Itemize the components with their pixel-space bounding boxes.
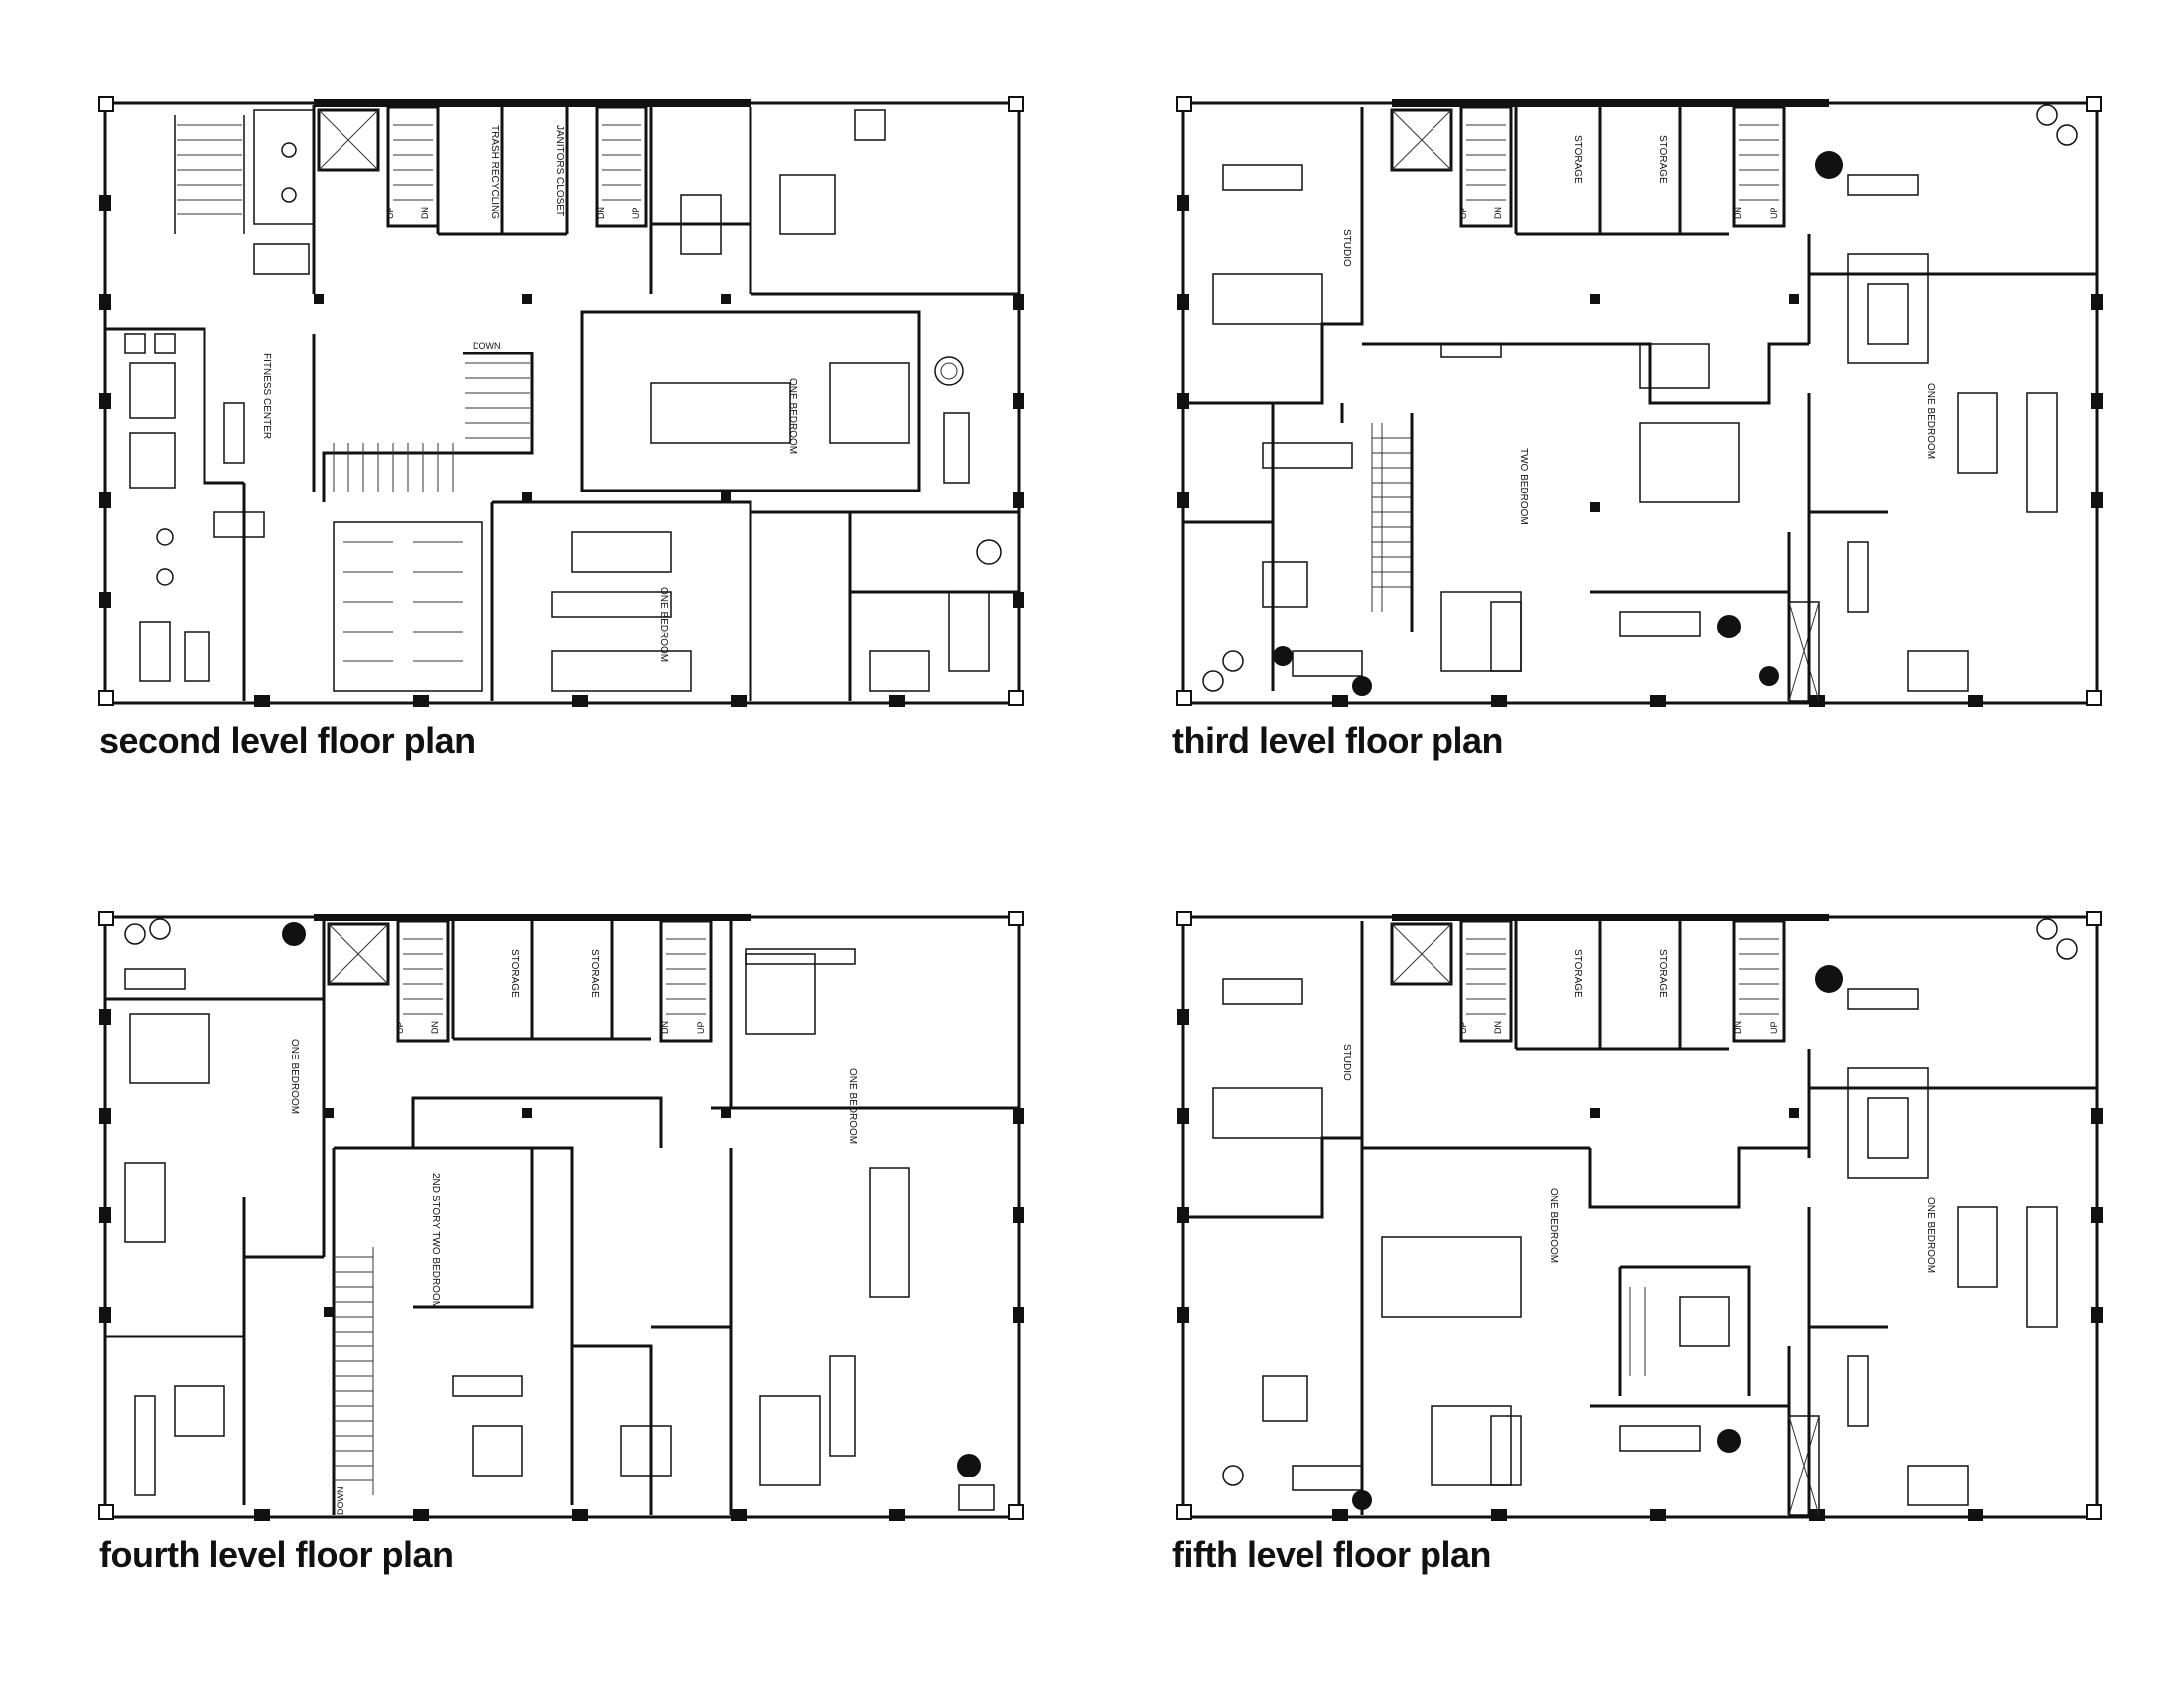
plan-caption: fifth level floor plan bbox=[1172, 1534, 1492, 1575]
room-label-one-bedroom: ONE BEDROOM bbox=[658, 587, 669, 662]
floor-plan-drawing: ONE BEDROOM UP DN DN UP STORAGE STORAGE … bbox=[98, 911, 1024, 1521]
room-label-storage: STORAGE bbox=[589, 949, 600, 998]
stair-label-down: DN bbox=[1733, 1021, 1743, 1034]
room-label-two-bedroom: TWO BEDROOM bbox=[1518, 448, 1529, 525]
stair-label-down: DN bbox=[660, 1021, 670, 1034]
room-label-one-bedroom: ONE BEDROOM bbox=[289, 1039, 300, 1114]
stair-label-down: DN bbox=[1733, 207, 1743, 219]
room-label-storage: STORAGE bbox=[1657, 949, 1668, 998]
stair-label-up: UP bbox=[1769, 207, 1779, 219]
room-label-one-bedroom: ONE BEDROOM bbox=[1925, 383, 1936, 459]
room-label-storage: STORAGE bbox=[1572, 135, 1583, 184]
floor-plan-fifth-level: STUDIO UP DN DN UP STORAGE STORAGE ONE B… bbox=[1173, 910, 2107, 1525]
stair-label-up: UP bbox=[1458, 207, 1468, 219]
room-label-storage: STORAGE bbox=[1657, 135, 1668, 184]
room-label-fitness: FITNESS CENTER bbox=[261, 353, 272, 439]
stair-label-up: UP bbox=[395, 1021, 405, 1034]
floor-plan-drawing: STUDIO UP DN DN UP STORAGE STORAGE ONE B… bbox=[1176, 911, 2103, 1521]
stair-label-down: DOWN bbox=[336, 1487, 345, 1516]
room-label-storage: STORAGE bbox=[509, 949, 520, 998]
stair-label-up: UP bbox=[696, 1021, 706, 1034]
floor-plan-third-level: STUDIO UP DN DN UP STORAGE STORAGE TWO B… bbox=[1173, 95, 2107, 711]
stair-label-up: UP bbox=[631, 207, 641, 219]
plan-caption: fourth level floor plan bbox=[99, 1534, 454, 1575]
stair-label-down: DN bbox=[1493, 1021, 1503, 1034]
stair-label-down: DN bbox=[596, 207, 606, 219]
room-label-janitors: JANITORS CLOSET bbox=[554, 125, 565, 216]
room-label-one-bedroom: ONE BEDROOM bbox=[787, 378, 798, 454]
room-label-one-bedroom: ONE BEDROOM bbox=[847, 1068, 858, 1144]
structural-columns bbox=[98, 911, 1024, 1521]
room-label-studio: STUDIO bbox=[1341, 1044, 1352, 1081]
plan-caption: third level floor plan bbox=[1172, 720, 1504, 761]
structural-columns bbox=[98, 96, 1024, 707]
room-label-trash: TRASH RECYCLING bbox=[489, 125, 500, 219]
structural-columns bbox=[1176, 911, 2103, 1521]
room-label-one-bedroom: ONE BEDROOM bbox=[1548, 1188, 1559, 1263]
stair-label-down: DN bbox=[1493, 207, 1503, 219]
structural-columns bbox=[1176, 96, 2103, 707]
stair-label-down: DN bbox=[430, 1021, 440, 1034]
stair-label-up: UP bbox=[1769, 1021, 1779, 1034]
plan-caption: second level floor plan bbox=[99, 720, 476, 761]
stair-label-up: UP bbox=[385, 207, 395, 219]
stair-label-up: UP bbox=[1458, 1021, 1468, 1034]
floor-plan-drawing: UP DN DN UP TRASH RECYCLING JANITORS CLO… bbox=[98, 96, 1024, 707]
room-label-studio: STUDIO bbox=[1341, 229, 1352, 267]
room-label-one-bedroom: ONE BEDROOM bbox=[1925, 1197, 1936, 1273]
floor-plan-fourth-level: ONE BEDROOM UP DN DN UP STORAGE STORAGE … bbox=[95, 910, 1028, 1525]
floor-plan-second-level: UP DN DN UP TRASH RECYCLING JANITORS CLO… bbox=[95, 95, 1028, 711]
stair-label-down: DN bbox=[420, 207, 430, 219]
floor-plan-drawing: STUDIO UP DN DN UP STORAGE STORAGE TWO B… bbox=[1176, 96, 2103, 707]
stair-label-down: DOWN bbox=[473, 341, 501, 351]
room-label-2nd-story-two-bedroom: 2ND STORY TWO BEDROOM bbox=[430, 1173, 441, 1309]
room-label-storage: STORAGE bbox=[1572, 949, 1583, 998]
